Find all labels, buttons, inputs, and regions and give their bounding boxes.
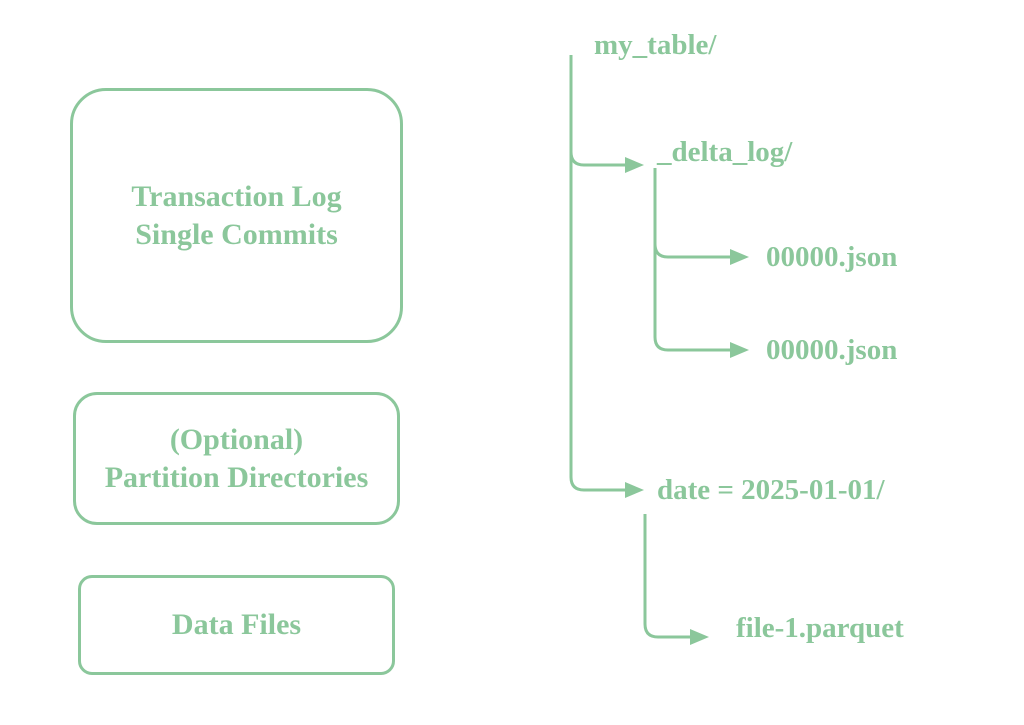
transaction-log-label-line1: Transaction Log [131, 179, 342, 213]
transaction-log-box: Transaction Log Single Commits [70, 88, 403, 343]
branch-json-1-line [653, 243, 730, 259]
parquet-file-label: file-1.parquet [736, 612, 904, 644]
delta-log-children-line [653, 168, 730, 352]
trunk-to-partition-line [569, 55, 625, 492]
branch-parquet-line [643, 514, 690, 639]
tree-root-folder-label: my_table/ [594, 29, 717, 61]
delta-log-folder-label: _delta_log/ [657, 136, 793, 168]
partition-directories-box: (Optional) Partition Directories [73, 392, 400, 525]
arrowhead-partition [625, 482, 644, 498]
json-file-1-label: 00000.json [766, 241, 898, 273]
arrowhead-json-1 [730, 249, 749, 265]
partition-folder-label: date = 2025-01-01/ [657, 474, 885, 506]
arrowhead-json-2 [730, 342, 749, 358]
arrowhead-delta-log [625, 157, 644, 173]
json-file-2-label: 00000.json [766, 334, 898, 366]
partition-directories-label-line1: (Optional) [169, 422, 304, 456]
data-files-box: Data Files [78, 575, 395, 675]
partition-directories-label-line2: Partition Directories [104, 460, 369, 494]
arrowhead-parquet [690, 629, 709, 645]
transaction-log-label-line2: Single Commits [135, 217, 338, 251]
branch-delta-log-line [569, 151, 625, 167]
data-files-label: Data Files [171, 608, 302, 641]
